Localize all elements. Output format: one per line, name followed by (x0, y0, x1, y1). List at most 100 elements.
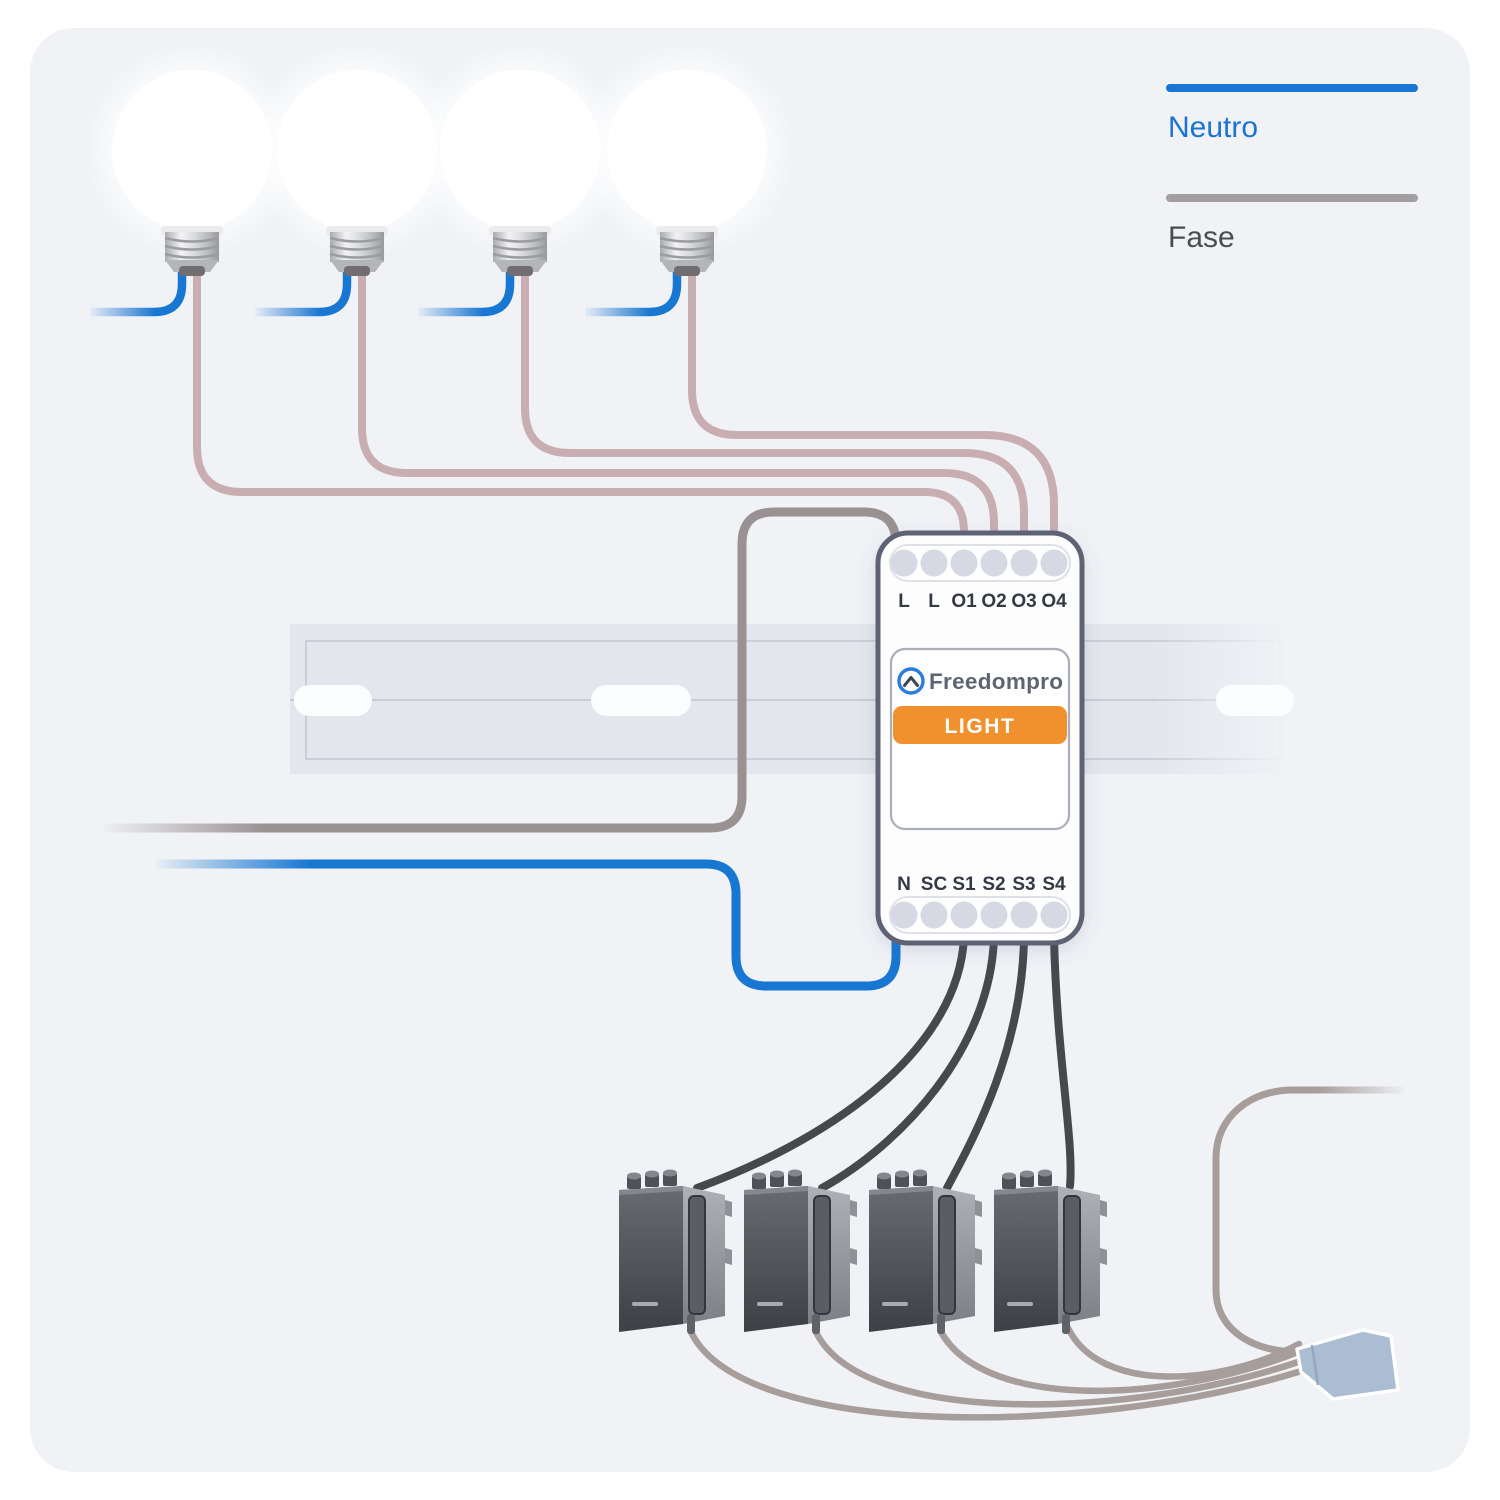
screw-head (645, 1170, 659, 1178)
terminal-hole-S4 (1040, 901, 1068, 929)
bulb-glass-taper (466, 182, 574, 228)
bulb-screw-ridges (659, 236, 715, 259)
return-wire-switch2 (812, 1328, 1302, 1408)
neutral-stub-bulb2 (255, 272, 352, 317)
light-badge-label: LIGHT (945, 715, 1016, 738)
legend-phase-line (1166, 194, 1418, 202)
switch-front (994, 1186, 1058, 1332)
terminal-hole-O3 (1010, 549, 1038, 577)
terminal-hole-L2 (920, 549, 948, 577)
terminal-label-SC: SC (921, 874, 948, 895)
switch-front (744, 1186, 808, 1332)
light-bulb-2 (249, 42, 465, 276)
phase-wire-to-L (104, 507, 901, 833)
light-bulb-4 (579, 42, 795, 276)
screw-head (663, 1169, 677, 1177)
terminal-label-N: N (897, 874, 911, 895)
bulb-contact (507, 266, 533, 276)
wall-switch-1 (619, 1169, 732, 1334)
switch-signal-wires (693, 934, 1075, 1192)
terminal-label-O1: O1 (951, 591, 977, 612)
screw-head (1038, 1169, 1052, 1177)
logo-circle-icon (897, 667, 925, 695)
brand-name: Freedompro (929, 669, 1063, 694)
screw-terminal (1002, 1176, 1016, 1189)
switch-indicator-dash (882, 1302, 908, 1306)
screw-terminal (895, 1174, 909, 1187)
switch-front-bevel (994, 1186, 1058, 1195)
top-terminal-labels: L L O1 O2 O3 O4 (898, 591, 1067, 612)
terminal-hole-O4 (1040, 549, 1068, 577)
switch-bottom-pin (687, 1314, 695, 1334)
switch-front (869, 1186, 933, 1332)
screw-terminal (663, 1173, 677, 1186)
light-bulb-3 (412, 42, 628, 276)
switch-bottom-pin (1062, 1314, 1070, 1334)
bulb-neutral-stubs (90, 272, 682, 317)
return-wire-switch4 (1064, 1324, 1303, 1380)
neutral-wire-to-N (155, 859, 901, 991)
din-rail-slot-left (294, 685, 372, 716)
light-bulbs (84, 42, 795, 276)
load-wire-bulb2-o2 (358, 272, 998, 566)
wall-switch-4 (994, 1169, 1107, 1334)
switch-front-bevel (869, 1186, 933, 1195)
screw-terminal (788, 1173, 802, 1186)
switch-clip-mid (975, 1248, 982, 1265)
switch-rocker-lever (938, 1195, 956, 1315)
wire-nut-ridge (1310, 1344, 1320, 1386)
screw-terminal (627, 1176, 641, 1189)
terminal-label-S2: S2 (982, 874, 1005, 895)
return-wire-switch1 (687, 1328, 1302, 1421)
screw-head (877, 1172, 891, 1180)
terminal-hole-SC (920, 901, 948, 929)
screw-terminal (1038, 1173, 1052, 1186)
top-terminal-holes (890, 549, 1068, 577)
signal-wire-s1 (693, 934, 968, 1192)
din-rail (290, 620, 1294, 778)
light-badge-background (893, 706, 1067, 744)
bulb-screw-ridges (329, 236, 385, 259)
switch-clip-mid (850, 1248, 857, 1265)
return-wire-switch3 (937, 1328, 1302, 1395)
switch-rocker-lever (688, 1195, 706, 1315)
bulb-contact (179, 266, 205, 276)
phase-supply-wire-right (1212, 1086, 1404, 1356)
switch-clip-mid (725, 1248, 732, 1265)
terminal-hole-O2 (980, 549, 1008, 577)
load-wire-bulb3-o3 (521, 272, 1028, 566)
bulb-glass-taper (303, 182, 411, 228)
switch-screw-terminals (1002, 1169, 1052, 1189)
terminal-label-L2: L (928, 591, 940, 612)
legend-neutral-label: Neutro (1168, 111, 1258, 144)
legend-phase-label: Fase (1168, 221, 1235, 254)
wire-connector (1295, 1328, 1400, 1401)
terminal-hole-S1 (950, 901, 978, 929)
terminal-hole-N (890, 901, 918, 929)
terminal-label-S4: S4 (1042, 874, 1066, 895)
screw-head (770, 1170, 784, 1178)
terminal-label-O3: O3 (1011, 591, 1036, 612)
wall-switch-3 (869, 1169, 982, 1334)
signal-wire-s2 (818, 934, 998, 1192)
terminal-label-S3: S3 (1012, 874, 1035, 895)
bulb-contact (344, 266, 370, 276)
switch-front-bevel (619, 1186, 683, 1195)
screw-terminal (645, 1174, 659, 1187)
terminal-hole-S3 (1010, 901, 1038, 929)
switch-bottom-pin (812, 1314, 820, 1334)
relay-device: L L O1 O2 O3 O4 Freedompro LIGHT N SC S1… (875, 530, 1085, 946)
switch-clip-top (1100, 1200, 1107, 1217)
legend: Neutro Fase (1166, 84, 1418, 254)
din-rail-slot-middle (591, 685, 691, 716)
bulb-glass-taper (633, 182, 741, 228)
switch-indicator-dash (1007, 1302, 1033, 1306)
screw-terminal (770, 1174, 784, 1187)
switch-clip-mid (1100, 1248, 1107, 1265)
switch-front-bevel (744, 1186, 808, 1195)
wall-switches (619, 1169, 1107, 1334)
screw-head (752, 1172, 766, 1180)
screw-terminal (913, 1173, 927, 1186)
neutral-stub-bulb1 (90, 272, 187, 317)
terminal-label-S1: S1 (952, 874, 976, 895)
